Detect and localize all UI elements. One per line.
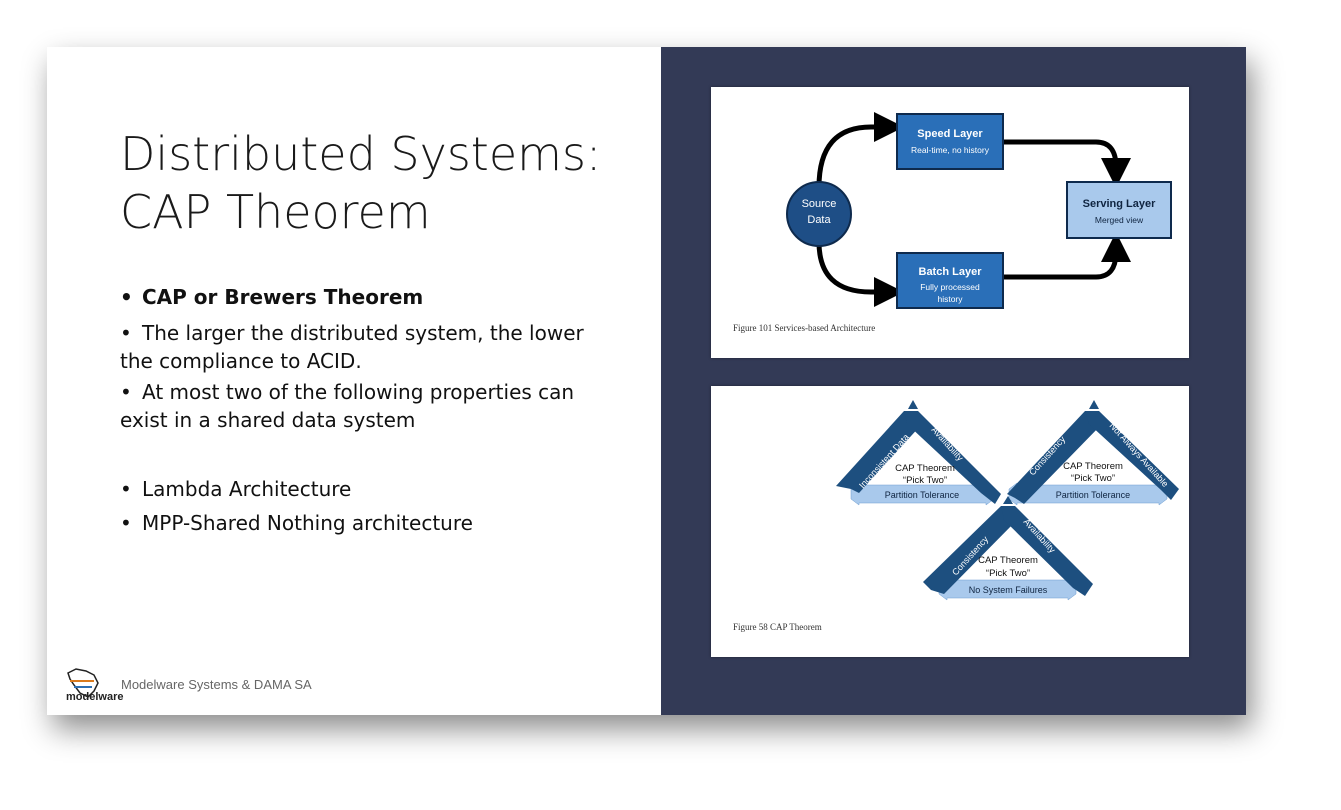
- bullet-text: The larger the distributed system, the l…: [120, 321, 584, 373]
- bullet-dot: •: [120, 477, 132, 501]
- lambda-diagram: Source Data Speed Layer Real-time, no hi…: [733, 112, 1172, 333]
- batch-layer-title: Batch Layer: [919, 266, 983, 278]
- bottom-theorem-label: CAP Theorem: [978, 555, 1038, 566]
- footer: modelware Modelware Systems & DAMA SA: [64, 667, 384, 703]
- left-pick-two: “Pick Two”: [903, 475, 947, 486]
- speed-layer-box: [896, 113, 1004, 170]
- modelware-logo: modelware: [66, 668, 123, 703]
- title-line-1: Distributed Systems:: [120, 127, 602, 181]
- slide-title: Distributed Systems: CAP Theorem: [120, 125, 640, 241]
- bottom-side-b-arrow: [1001, 506, 1093, 596]
- figure2-caption: Figure 58 CAP Theorem: [733, 622, 822, 632]
- cap-theorem-figure: Inconsistent Data Availability CAP Theor…: [711, 386, 1189, 657]
- logo-text: modelware: [66, 691, 123, 703]
- cap-triangle-left: Inconsistent Data Availability CAP Theor…: [836, 400, 1001, 506]
- bullet-text: CAP or Brewers Theorem: [142, 285, 424, 309]
- arrow-source-to-batch: [816, 241, 904, 307]
- bullet-item: • Lambda Architecture: [120, 475, 351, 503]
- bottom-base-text: No System Failures: [969, 585, 1048, 595]
- bullet-text: Lambda Architecture: [142, 477, 352, 501]
- left-side-a-arrow: [836, 411, 922, 493]
- speed-layer-sub: Real-time, no history: [911, 145, 990, 155]
- cap-triangle-right: Consistency Not Always Available CAP The…: [1007, 400, 1179, 506]
- right-panel: Source Data Speed Layer Real-time, no hi…: [661, 47, 1246, 715]
- bullet-text: MPP-Shared Nothing architecture: [142, 511, 473, 535]
- bullet-item: • MPP-Shared Nothing architecture: [120, 509, 473, 537]
- bottom-pick-two: “Pick Two”: [986, 568, 1030, 579]
- slide: Distributed Systems: CAP Theorem • CAP or…: [47, 47, 1246, 715]
- cap-diagram: Inconsistent Data Availability CAP Theor…: [733, 400, 1179, 632]
- bullet-item: • CAP or Brewers Theorem: [120, 283, 423, 311]
- left-side-b-arrow: [904, 411, 1001, 504]
- arrow-source-to-speed: [816, 112, 904, 188]
- bullet-dot: •: [120, 511, 132, 535]
- title-line-2: CAP Theorem: [120, 185, 431, 239]
- lambda-architecture-figure: Source Data Speed Layer Real-time, no hi…: [711, 87, 1189, 358]
- serving-layer-box: [1066, 181, 1172, 239]
- right-theorem-label: CAP Theorem: [1063, 461, 1123, 472]
- right-pick-two: “Pick Two”: [1071, 473, 1115, 484]
- batch-layer-box: [896, 252, 1004, 309]
- right-side-b-arrow: [1085, 411, 1179, 500]
- cap-triangle-bottom: Consistency Availability CAP Theorem “Pi…: [923, 496, 1093, 601]
- bullet-dot: •: [120, 285, 133, 309]
- figure1-caption: Figure 101 Services-based Architecture: [733, 323, 875, 333]
- batch-layer-sub-2: history: [937, 294, 963, 304]
- arrow-batch-to-serving: [1004, 232, 1131, 280]
- serving-layer-title: Serving Layer: [1083, 198, 1156, 210]
- batch-layer-sub-1: Fully processed: [920, 282, 980, 292]
- bullet-item: •At most two of the following properties…: [120, 378, 620, 434]
- left-base-text: Partition Tolerance: [885, 490, 959, 500]
- left-panel: Distributed Systems: CAP Theorem • CAP or…: [47, 47, 661, 715]
- right-side-b-text: Not Always Available: [1108, 421, 1171, 489]
- right-base-text: Partition Tolerance: [1056, 490, 1130, 500]
- bullet-item: •The larger the distributed system, the …: [120, 319, 620, 375]
- bullet-dot: •: [120, 380, 132, 404]
- left-theorem-label: CAP Theorem: [895, 463, 955, 474]
- arrow-speed-to-serving: [1004, 139, 1131, 188]
- serving-layer-sub: Merged view: [1095, 215, 1144, 225]
- source-label-1: Source: [802, 198, 837, 210]
- source-label-2: Data: [807, 214, 831, 226]
- speed-layer-title: Speed Layer: [917, 128, 983, 140]
- right-side-a-arrow: [1007, 411, 1102, 504]
- bullet-text: At most two of the following properties …: [120, 380, 575, 432]
- bottom-side-a-arrow: [923, 506, 1017, 594]
- source-data-node: [786, 181, 852, 247]
- footer-text: Modelware Systems & DAMA SA: [121, 677, 312, 692]
- bullet-dot: •: [120, 321, 132, 345]
